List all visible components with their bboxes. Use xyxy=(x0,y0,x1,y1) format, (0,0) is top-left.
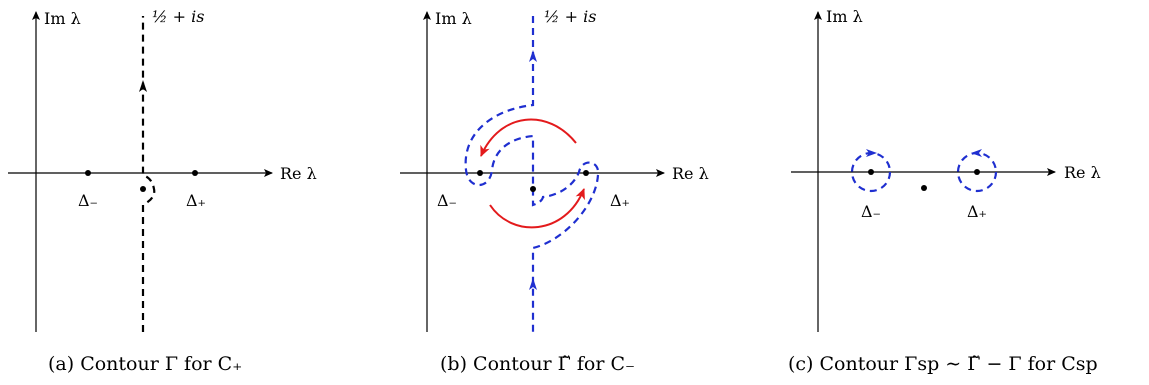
panel-c-pole-delta-minus xyxy=(868,169,874,175)
panel-b-delta-plus-label: Δ₊ xyxy=(610,191,630,210)
panel-a-delta-plus-label: Δ₊ xyxy=(186,191,206,210)
panel-c-pole-delta-plus xyxy=(974,169,980,175)
panel-c-circle-minus-arrow xyxy=(866,149,877,157)
panel-a-im-label: Im λ xyxy=(44,9,81,28)
panel-b-delta-minus-label: Δ₋ xyxy=(437,191,457,210)
panel-b-direction-arrow-bottom xyxy=(529,278,537,290)
panel-b-line-label: ½ + is xyxy=(544,7,596,26)
panel-b-im-label: Im λ xyxy=(435,9,472,28)
panel-c-pole-center xyxy=(921,185,927,191)
panel-c-re-label: Re λ xyxy=(1064,163,1101,182)
panel-c-circle-plus-arrow xyxy=(971,149,982,157)
panel-b-pole-delta-minus xyxy=(477,170,483,176)
panel-c-caption: (c) Contour Γsp ∼ Γ̃ − Γ for Csp xyxy=(788,353,1098,375)
panel-a-direction-arrow xyxy=(139,80,147,92)
panel-c-delta-minus-label: Δ₋ xyxy=(861,202,881,221)
panel-b-re-label: Re λ xyxy=(672,164,709,183)
panel-a-caption: (a) Contour Γ for C₊ xyxy=(48,353,242,375)
panel-c-delta-plus-label: Δ₊ xyxy=(967,202,987,221)
panel-c-im-label: Im λ xyxy=(826,7,863,26)
panel-a: Im λ Re λ ½ + is Δ₋ Δ₊ (a) Contour Γ for… xyxy=(8,7,317,375)
panel-a-delta-minus-label: Δ₋ xyxy=(78,191,98,210)
panel-c: Im λ Re λ Δ₋ Δ₊ (c) Contour Γsp ∼ Γ̃ − Γ… xyxy=(788,7,1101,375)
panel-a-contour-gamma xyxy=(141,16,156,332)
panel-a-re-label: Re λ xyxy=(280,164,317,183)
panel-b-contour-gamma-tilde xyxy=(464,16,600,332)
panel-b: Im λ Re λ ½ + is Δ₋ Δ₊ (b) Contour Γ̃ fo… xyxy=(400,7,709,375)
panel-b-pole-center xyxy=(530,186,536,192)
panel-a-line-label: ½ + is xyxy=(152,7,204,26)
panel-b-red-arrow-lower xyxy=(489,188,585,229)
panel-a-pole-delta-plus xyxy=(192,170,198,176)
panel-b-caption: (b) Contour Γ̃ for C₋ xyxy=(440,353,635,375)
panel-a-pole-center xyxy=(140,186,146,192)
panel-b-pole-delta-plus xyxy=(583,170,589,176)
panel-b-red-arrow-upper xyxy=(480,118,577,157)
panel-a-pole-delta-minus xyxy=(85,170,91,176)
panel-b-direction-arrow-top xyxy=(529,50,537,62)
